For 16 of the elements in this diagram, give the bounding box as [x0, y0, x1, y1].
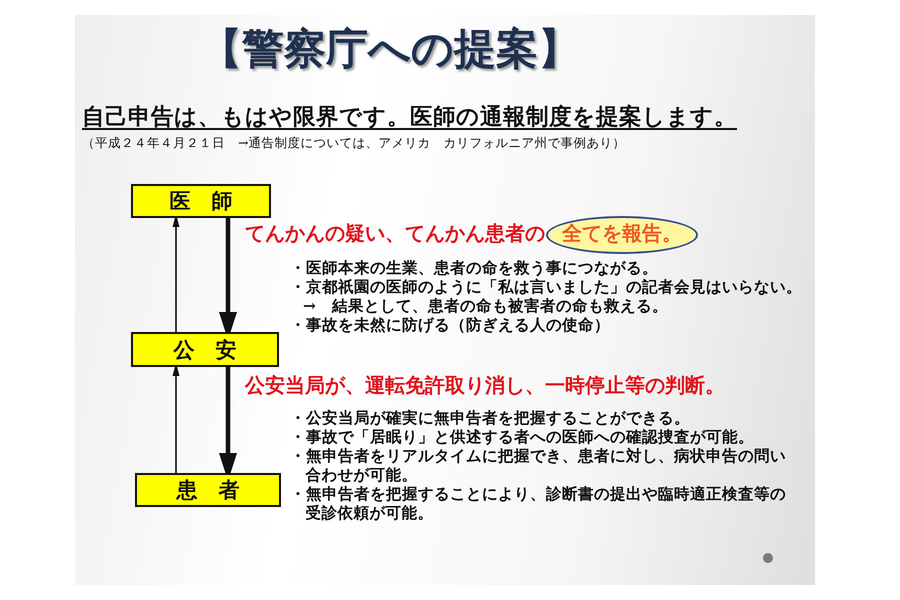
source-note: （平成２４年４月２１日 →通告制度については、アメリカ カリフォルニア州で事例あり） [82, 135, 626, 151]
result-note: → 結果として、患者の命も被害者の命も救える。 [303, 296, 668, 315]
role-box: 患 者 [135, 473, 281, 507]
subheading: 自己申告は、もはや限界です。医師の通報制度を提案します。 [82, 105, 737, 129]
role-box: 医 師 [131, 184, 271, 218]
bullet-item: ・京都祇園の医師のように「私は言いました」の記者会見はいらない。 [290, 277, 802, 296]
bullet-item: ・医師本来の生業、患者の命を救う事につながる。 [290, 258, 658, 277]
bullet-item: ・事故を未然に防げる（防ぎえる人の使命） [290, 315, 610, 334]
slide-title: 【警察庁への提案】 [200, 24, 580, 74]
bullet-item: ・無申告者を把握することにより、診断書の提出や臨時適正検査等の受診依頼が可能。 [290, 484, 787, 522]
emphasis-heading: てんかんの疑い、てんかん患者の [245, 221, 545, 245]
bullet-item: ・事故で「居眠り」と供述する者への医師への確認捜査が可能。 [290, 427, 754, 446]
bullet-item: ・公安当局が確実に無申告者を把握することができる。 [290, 408, 690, 427]
emphasis-heading: 公安当局が、運転免許取り消し、一時停止等の判断。 [245, 373, 725, 397]
role-box: 公 安 [131, 332, 279, 367]
bullet-item: ・無申告者をリアルタイムに把握でき、患者に対し、病状申告の問い合わせが可能。 [290, 446, 787, 484]
